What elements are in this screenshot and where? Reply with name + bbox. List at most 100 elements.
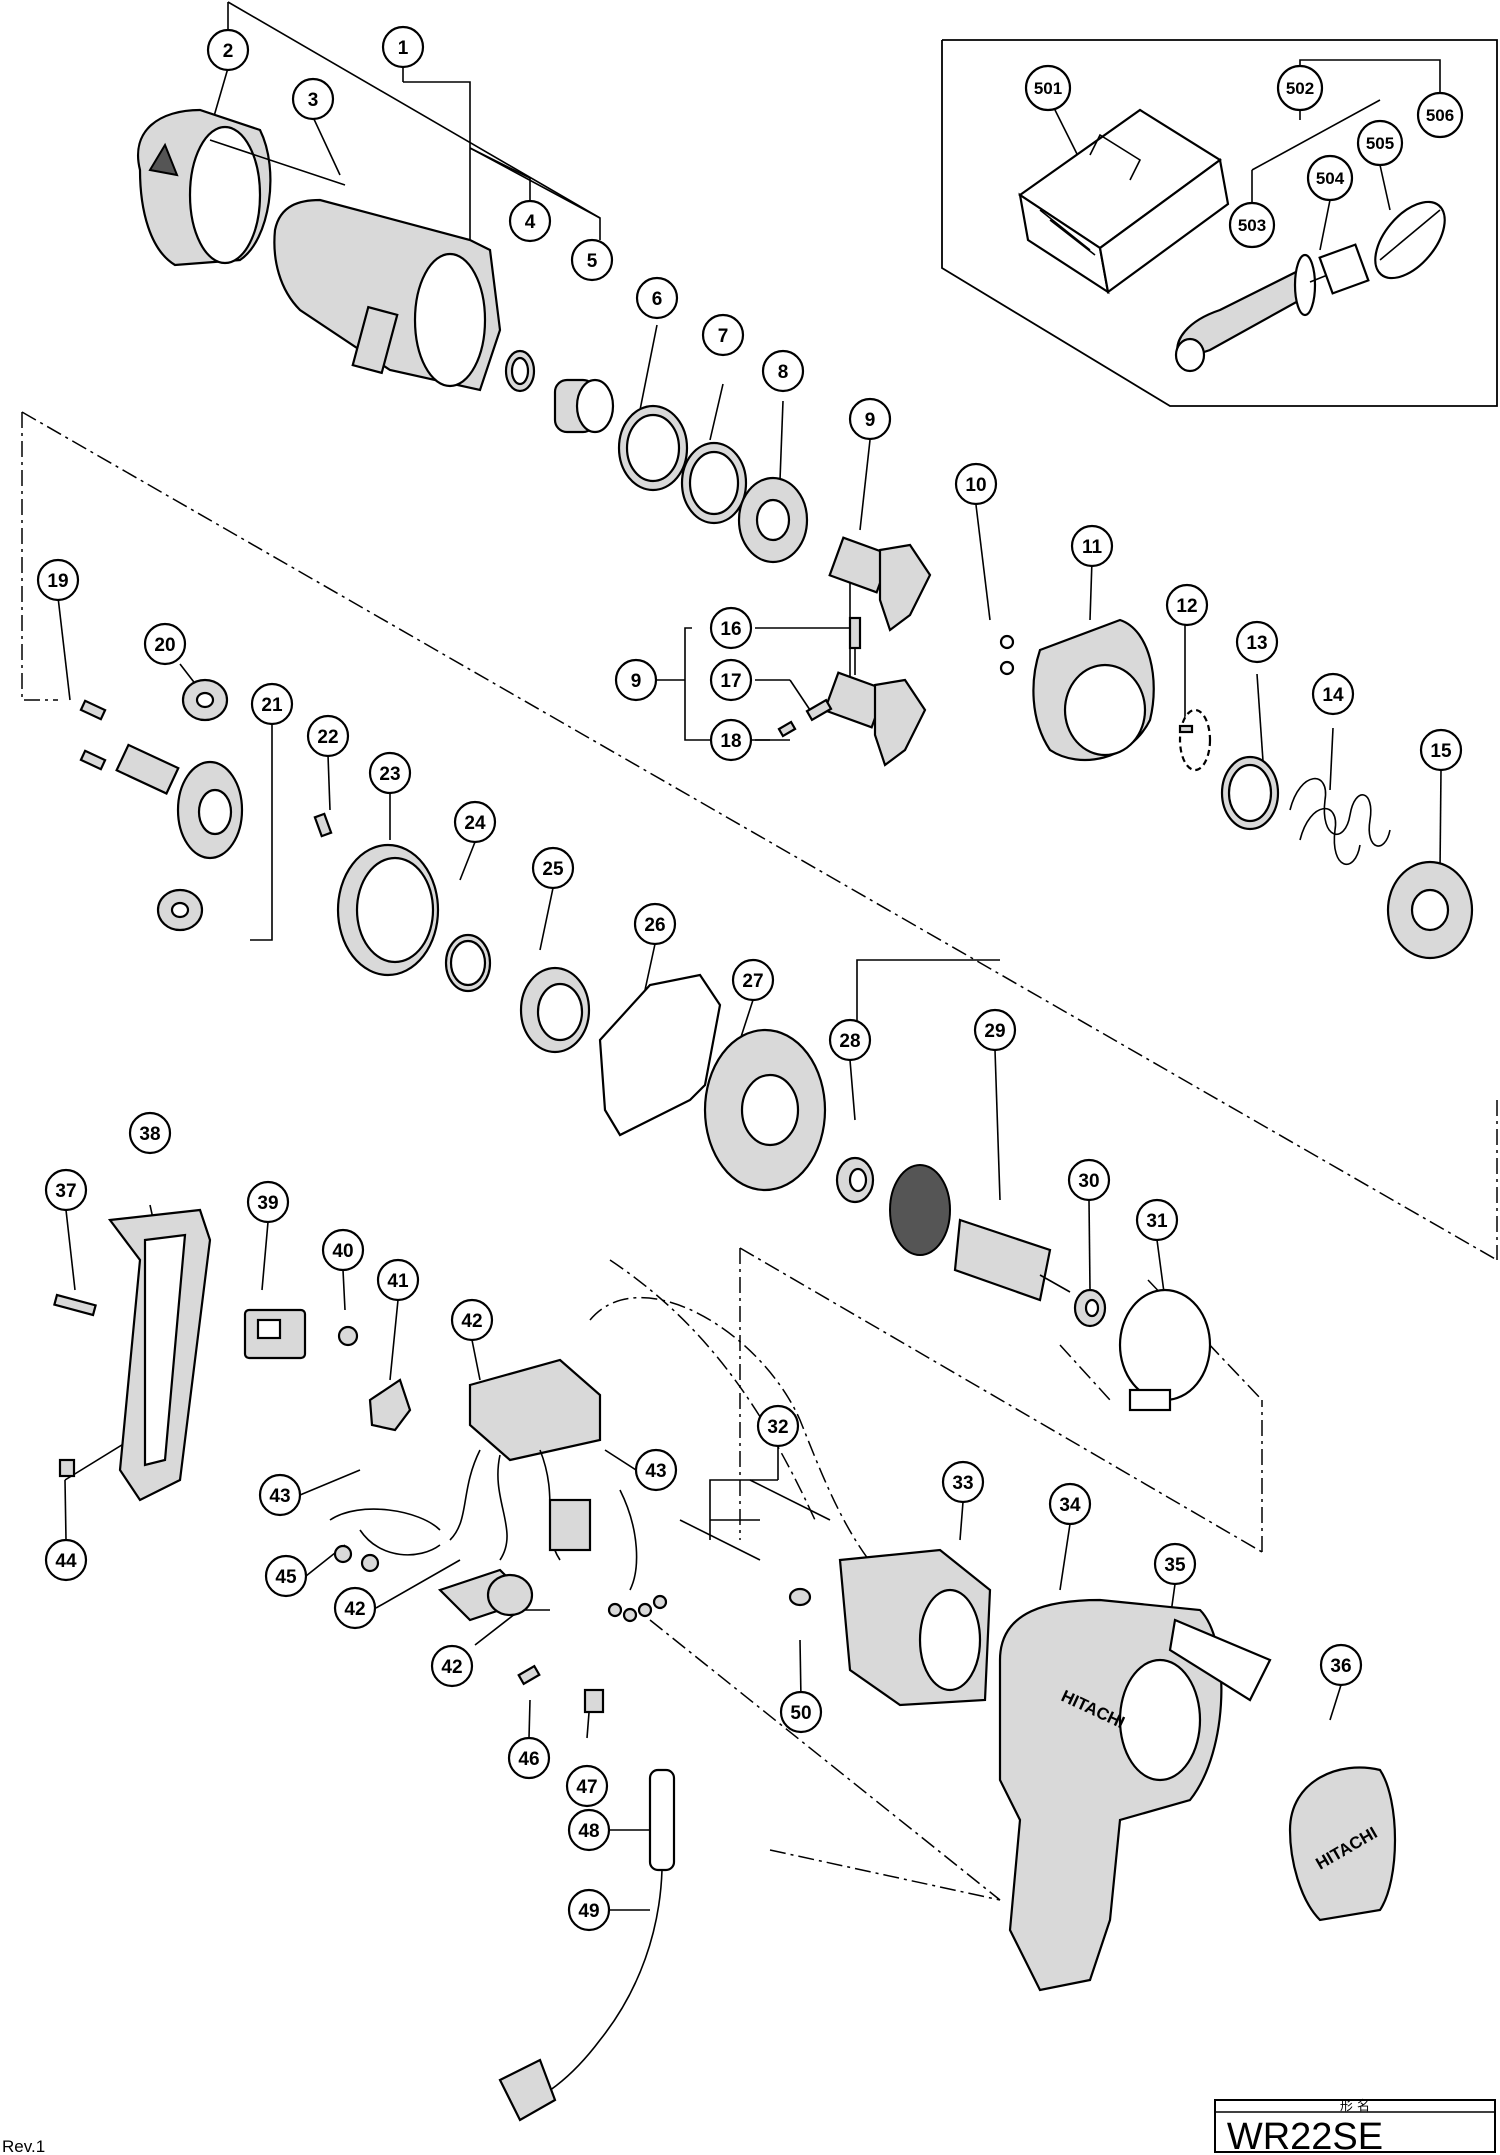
- callout-text-18: 18: [720, 731, 741, 752]
- front-cover: [137, 108, 272, 267]
- callout-30: 30: [1067, 1158, 1111, 1202]
- callout-31: 31: [1135, 1198, 1179, 1242]
- callout-28: 28: [828, 1018, 872, 1062]
- callout-11: 11: [1070, 524, 1114, 568]
- callout-38: 38: [128, 1111, 172, 1155]
- callout-text-43a: 43: [269, 1486, 290, 1507]
- name-plate: [1168, 1618, 1272, 1702]
- callout-29: 29: [973, 1008, 1017, 1052]
- callout-text-33: 33: [952, 1473, 973, 1494]
- callout-text-32: 32: [767, 1417, 788, 1438]
- callout-text-2: 2: [223, 41, 234, 62]
- revision-label: Rev.1: [2, 2137, 45, 2155]
- callout-6: 6: [635, 276, 679, 320]
- callout-text-8: 8: [778, 362, 789, 383]
- callout-27: 27: [731, 958, 775, 1002]
- callout-text-37: 37: [55, 1181, 76, 1202]
- callout-505: 505: [1356, 119, 1404, 167]
- bearing-5: [553, 378, 615, 434]
- model-number: WR22SE: [1227, 2116, 1383, 2155]
- callout-text-49: 49: [578, 1901, 599, 1922]
- spindle: [115, 743, 244, 860]
- callout-42b: 42: [333, 1586, 377, 1630]
- callout-17: 17: [709, 658, 753, 702]
- callout-text-35: 35: [1164, 1555, 1186, 1576]
- callout-text-28: 28: [839, 1031, 860, 1052]
- callout-43a: 43: [258, 1473, 302, 1517]
- callout-text-31: 31: [1146, 1211, 1168, 1232]
- callout-49: 49: [567, 1888, 611, 1932]
- handle-band: [1374, 200, 1446, 280]
- callout-text-20: 20: [154, 635, 175, 656]
- noise-suppressor: [437, 1568, 534, 1622]
- callout-40: 40: [321, 1228, 365, 1272]
- callout-19: 19: [36, 558, 80, 602]
- callout-506: 506: [1416, 91, 1464, 139]
- callout-2: 2: [206, 28, 250, 72]
- callout-501: 501: [1024, 64, 1072, 112]
- callout-text-22: 22: [317, 727, 338, 748]
- callout-text-34: 34: [1059, 1495, 1081, 1516]
- callout-text-506: 506: [1426, 106, 1454, 125]
- callout-9a: 9: [848, 397, 892, 441]
- housing-assembly: HITACHI HITACHI: [53, 1208, 1397, 2122]
- callout-text-40: 40: [332, 1241, 353, 1262]
- callout-text-26: 26: [644, 915, 665, 936]
- callout-4: 4: [508, 199, 552, 243]
- callout-46: 46: [507, 1736, 551, 1780]
- title-block: 形 名 WR22SE: [1214, 2098, 1496, 2155]
- callout-text-41: 41: [387, 1271, 409, 1292]
- callout-text-505: 505: [1366, 134, 1394, 153]
- callout-text-45: 45: [275, 1567, 297, 1588]
- callout-text-29: 29: [984, 1021, 1005, 1042]
- callout-text-12: 12: [1176, 596, 1197, 617]
- title-block-header: 形 名: [1340, 2098, 1370, 2114]
- callout-text-44: 44: [55, 1551, 77, 1572]
- callout-text-23: 23: [379, 764, 400, 785]
- callout-text-15: 15: [1430, 741, 1452, 762]
- callout-text-25: 25: [542, 859, 564, 880]
- callout-21: 21: [250, 682, 294, 726]
- callout-text-39: 39: [257, 1193, 278, 1214]
- callout-9b: 9: [614, 658, 658, 702]
- callout-text-30: 30: [1078, 1171, 1099, 1192]
- callout-text-11: 11: [1082, 537, 1103, 558]
- cord: [498, 1768, 676, 2122]
- callout-text-42c: 42: [441, 1657, 462, 1678]
- spring: [1289, 777, 1391, 865]
- gear-assembly: [79, 678, 1212, 1412]
- callout-text-502: 502: [1286, 79, 1314, 98]
- callout-text-9b: 9: [631, 671, 642, 692]
- callout-1: 1: [381, 25, 425, 69]
- callout-33: 33: [941, 1460, 985, 1504]
- front-assembly: [137, 108, 1474, 960]
- callout-503: 503: [1228, 201, 1276, 249]
- callout-25: 25: [531, 846, 575, 890]
- callout-22: 22: [306, 714, 350, 758]
- callout-text-42b: 42: [344, 1599, 365, 1620]
- callout-text-19: 19: [47, 571, 68, 592]
- callout-45: 45: [264, 1554, 308, 1598]
- callout-24: 24: [453, 800, 497, 844]
- callout-text-503: 503: [1238, 216, 1266, 235]
- callout-text-36: 36: [1330, 1656, 1351, 1677]
- callout-text-14: 14: [1322, 685, 1344, 706]
- callout-15: 15: [1419, 728, 1463, 772]
- callout-504: 504: [1306, 154, 1354, 202]
- callout-3: 3: [291, 77, 335, 121]
- callout-47: 47: [565, 1764, 609, 1808]
- callout-text-43b: 43: [645, 1461, 666, 1482]
- callout-5: 5: [570, 238, 614, 282]
- callout-34: 34: [1048, 1482, 1092, 1526]
- callout-35: 35: [1153, 1542, 1197, 1586]
- callout-text-13: 13: [1246, 633, 1267, 654]
- callout-text-47: 47: [576, 1777, 597, 1798]
- callout-text-50: 50: [790, 1703, 811, 1724]
- stator: [838, 1548, 992, 1707]
- callout-text-4: 4: [525, 212, 536, 233]
- callout-text-21: 21: [261, 695, 283, 716]
- accessory-parts: [1018, 108, 1446, 373]
- callout-23: 23: [368, 751, 412, 795]
- inner-cover: [703, 1028, 827, 1192]
- internal-gear: [336, 843, 440, 977]
